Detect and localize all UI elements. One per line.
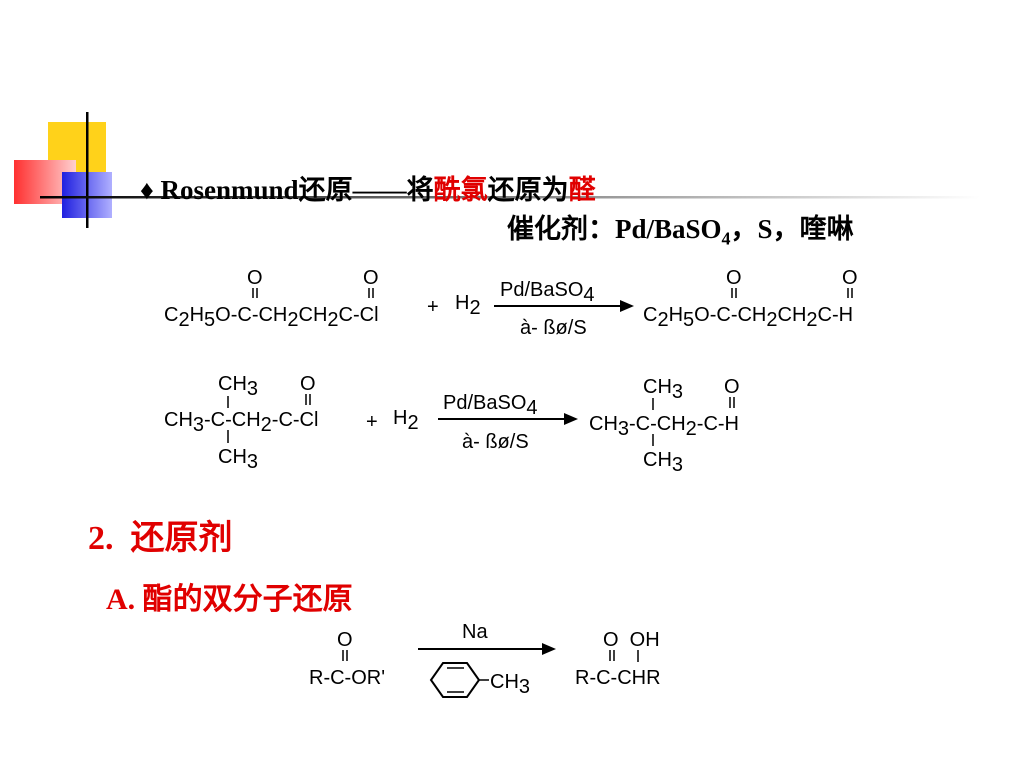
reaction-3: O R-C-OR' Na CH3 O OH R-C-CHR	[309, 621, 661, 698]
horizontal-rule	[40, 196, 980, 199]
svg-text:C2H5O-C-CH2CH2C-H: C2H5O-C-CH2CH2C-H	[643, 304, 853, 331]
heading-red-1: 酰氯	[433, 175, 488, 205]
heading: ♦ Rosenmund还原——将酰氯还原为醛	[140, 168, 596, 207]
svg-text:O: O	[726, 267, 742, 289]
heading-red-2: 醛	[568, 175, 596, 205]
reaction-2-condition: à- ßø/S	[462, 431, 529, 453]
reaction-3-reactant: O R-C-OR'	[309, 629, 385, 689]
reaction-3-reagent: Na	[462, 621, 488, 643]
toluene-structure: CH3	[429, 662, 530, 698]
reaction-1-catalyst: Pd/BaSO4	[500, 279, 595, 306]
section-2-heading: 2. 还原剂	[88, 510, 233, 559]
svg-text:O: O	[842, 267, 858, 289]
reaction-1-product: O O C2H5O-C-CH2CH2C-H	[643, 267, 858, 331]
catalyst-line: 催化剂：Pd/BaSO4，S，喹啉	[507, 207, 854, 249]
svg-text:CH3-C-CH2-C-Cl: CH3-C-CH2-C-Cl	[164, 409, 318, 436]
svg-text:CH3: CH3	[218, 373, 258, 400]
plus-sign-1: +	[427, 296, 439, 318]
reaction-1-condition: à- ßø/S	[520, 317, 587, 339]
svg-text:CH3: CH3	[643, 376, 683, 403]
svg-text:O: O	[363, 267, 379, 289]
heading-text-1: 还原——将	[298, 175, 434, 205]
svg-text:O: O	[300, 373, 316, 395]
bullet-icon: ♦	[140, 175, 154, 205]
reaction-2-product: CH3 O CH3-C-CH2-C-H CH3	[589, 376, 740, 476]
reaction-2: CH3 O CH3-C-CH2-C-Cl CH3 + H2 Pd/BaSO4 à…	[164, 373, 740, 476]
heading-text-2: 还原为	[487, 175, 569, 205]
svg-text:O: O	[724, 376, 740, 398]
svg-text:C2H5O-C-CH2CH2C-Cl: C2H5O-C-CH2CH2C-Cl	[164, 304, 379, 331]
svg-text:CH3-C-CH2-C-H: CH3-C-CH2-C-H	[589, 413, 739, 440]
plus-sign-2: +	[366, 411, 378, 433]
reaction-3-arrowhead	[542, 643, 556, 655]
catalyst-prefix: 催化剂：Pd/BaSO	[507, 214, 722, 244]
svg-text:CH3: CH3	[218, 446, 258, 473]
section-2-title: 还原剂	[130, 520, 233, 557]
svg-text:O OH: O OH	[603, 629, 660, 651]
svg-text:CH3: CH3	[490, 671, 530, 698]
vertical-rule	[86, 112, 89, 228]
reaction-2-reagent: H2	[393, 407, 419, 434]
reaction-1: O O C2H5O-C-CH2CH2C-Cl + H2 Pd/BaSO4 à- …	[164, 267, 858, 339]
svg-text:CH3: CH3	[643, 449, 683, 476]
section-a-heading: A. 酯的双分子还原	[106, 574, 353, 618]
catalyst-suffix: ，S，喹啉	[730, 214, 854, 244]
svg-text:O: O	[247, 267, 263, 289]
svg-text:R-C-OR': R-C-OR'	[309, 667, 385, 689]
section-a-letter: A.	[106, 583, 136, 616]
catalyst-sub: 4	[721, 228, 731, 249]
reaction-2-reactant: CH3 O CH3-C-CH2-C-Cl CH3	[164, 373, 318, 473]
section-2-number: 2.	[88, 520, 114, 557]
reaction-2-catalyst: Pd/BaSO4	[443, 392, 538, 419]
reaction-3-product: O OH R-C-CHR	[575, 629, 661, 689]
reaction-1-reagent: H2	[455, 292, 481, 319]
section-a-title: 酯的双分子还原	[142, 583, 353, 616]
reaction-2-arrowhead	[564, 413, 578, 425]
reaction-1-arrowhead	[620, 300, 634, 312]
title-decoration	[14, 112, 980, 228]
svg-text:O: O	[337, 629, 353, 651]
reaction-1-reactant: O O C2H5O-C-CH2CH2C-Cl	[164, 267, 379, 331]
heading-name: Rosenmund	[160, 175, 299, 205]
svg-text:R-C-CHR: R-C-CHR	[575, 667, 661, 689]
